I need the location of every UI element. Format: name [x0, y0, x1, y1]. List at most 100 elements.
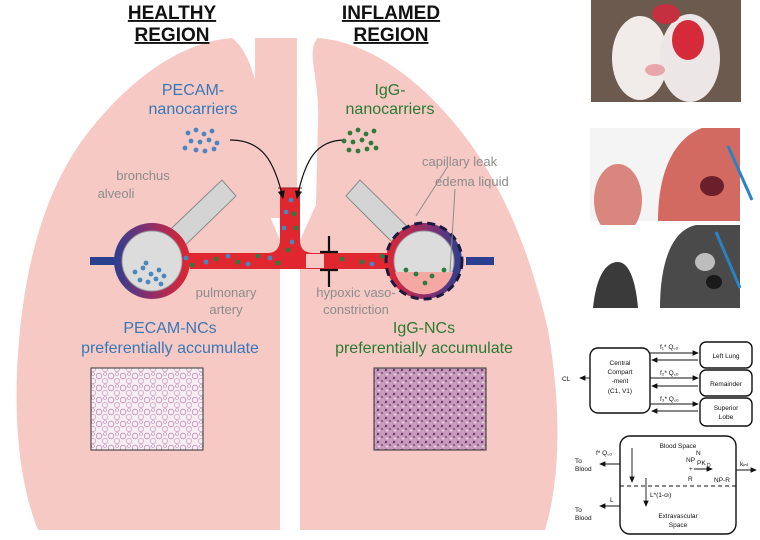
capillary-leak-leader	[415, 165, 449, 217]
healthy-alveolus	[114, 223, 190, 299]
flow-f3: f₃* Q꜀ₒ	[660, 396, 679, 403]
igg-nanocarrier-dot	[364, 146, 370, 152]
igg-vessel-dot	[291, 211, 297, 217]
np-label: NP	[686, 457, 695, 464]
pecam-accumulate-line2: preferentially accumulate	[81, 340, 259, 357]
igg-nanocarrier-dot	[355, 148, 361, 154]
pecam-nanocarrier-dot	[211, 146, 217, 152]
igg-label-line1: IgG-	[374, 82, 405, 99]
igg-vessel-dot	[293, 225, 299, 231]
igg-nanocarrier-dot	[350, 139, 356, 145]
pecam-nanocarrier-dot	[185, 130, 191, 136]
pecam-vessel-dot	[283, 209, 289, 215]
tissue-box	[619, 435, 737, 535]
pecam-nanocarrier-dot	[214, 140, 220, 146]
pk-model-compartments: Central Compart -ment (C1, V1) Left Lung…	[562, 341, 753, 427]
pecam-flow-arrow	[229, 139, 285, 200]
pecam-nanocarrier-dot	[201, 131, 207, 137]
pecam-nanocarrier-dot	[193, 147, 199, 153]
n-label: N	[696, 450, 701, 457]
igg-accumulated-dot	[359, 259, 365, 265]
pecam-accumulated-dot	[140, 265, 146, 271]
r-label: R	[688, 476, 693, 483]
hypoxic-label-line1: hypoxic vaso-	[316, 285, 395, 300]
pecam-accumulated-dot	[158, 281, 164, 287]
pecam-accumulated-dot	[153, 276, 159, 282]
pecam-vessel-dot	[288, 197, 294, 203]
igg-vessel-dot	[213, 256, 219, 262]
pk-model-tissue: Blood Space Extravascular Space f* Q꜀ₒ T…	[575, 435, 757, 535]
igg-vessel-dot	[275, 260, 281, 266]
pecam-vessel-dot	[369, 261, 375, 267]
igg-nanocarrier-dot	[346, 147, 352, 153]
igg-vessel-dot	[235, 259, 241, 265]
pecam-vessel-dot	[225, 253, 231, 259]
superior-line1: Superior	[714, 405, 739, 412]
pecam-nanocarrier-dot	[188, 138, 194, 144]
pulmonary-label-line1: pulmonary	[196, 285, 257, 300]
igg-accumulated-dot	[379, 253, 385, 259]
pecam-accumulated-dot	[145, 279, 151, 285]
remainder-label: Remainder	[710, 381, 743, 388]
flow-lsigma: L*(1-σₗ)	[650, 492, 671, 499]
clearance-label: CL	[562, 376, 571, 383]
flow-fq: f* Q꜀ₒ	[596, 450, 612, 457]
pecam-vessel-dot	[183, 255, 189, 261]
pecam-label-line1: PECAM-	[162, 82, 224, 99]
igg-nanocarrier-dot	[363, 131, 369, 137]
igg-accumulate-line1: IgG-NCs	[393, 320, 455, 337]
pecam-accumulated-dot	[156, 267, 162, 273]
igg-accumulated-dot	[422, 280, 428, 286]
to-blood-2b: Blood	[575, 515, 592, 522]
pecam-accumulated-dot	[132, 269, 138, 275]
pecam-nanocarrier-dot	[206, 137, 212, 143]
hypoxic-label-line2: constriction	[323, 302, 389, 317]
blood-space-label: Blood Space	[660, 443, 697, 450]
igg-vessel-dot	[285, 247, 291, 253]
to-blood-2a: To	[575, 507, 582, 514]
healthy-histology-image	[90, 367, 204, 451]
kint-label: kᵢₙₜ	[740, 461, 749, 468]
igg-nanocarrier-dot	[341, 138, 347, 144]
edema-liquid-label: edema liquid	[435, 174, 509, 189]
pecam-vessel-dot	[281, 225, 287, 231]
igg-accumulated-dot	[429, 273, 435, 279]
pecam-vessel-dot	[289, 239, 295, 245]
igg-nanocarrier-dot	[355, 127, 361, 133]
pecam-nanocarrier-dot	[209, 128, 215, 134]
capillary-leak-label: capillary leak	[422, 154, 498, 169]
central-line2: Compart	[608, 369, 633, 376]
central-line1: Central	[610, 360, 632, 367]
left-lung-box	[699, 341, 753, 369]
pecam-accumulated-dot	[161, 273, 167, 279]
igg-vessel-dot	[255, 253, 261, 259]
pecam-vessel-dot	[245, 261, 251, 267]
extravascular-line2: Space	[669, 522, 688, 529]
plus-label: +	[689, 466, 693, 473]
healthy-header-line2: REGION	[135, 25, 210, 46]
pecam-vessel-dot	[203, 259, 209, 265]
pecam-accumulated-dot	[137, 277, 143, 283]
igg-vessel-dot	[189, 262, 195, 268]
lung-photo	[591, 0, 741, 102]
pecam-accumulate-line1: PECAM-NCs	[123, 320, 216, 337]
pecam-vessel-dot	[267, 255, 273, 261]
central-compartment-box	[589, 347, 651, 414]
igg-accumulated-dot	[339, 256, 345, 262]
central-line3: -ment	[612, 378, 629, 385]
pecam-nanocarrier-dot	[202, 148, 208, 154]
superior-lobe-box	[699, 397, 753, 427]
pecam-nanocarrier-dot	[182, 145, 188, 151]
igg-nanocarrier-dot	[359, 137, 365, 143]
flow-l: L	[610, 497, 614, 504]
igg-nanocarrier-dot	[371, 128, 377, 134]
pecam-nanocarrier-dot	[193, 127, 199, 133]
pecam-accumulated-dot	[143, 260, 149, 266]
pecam-label-line2: nanocarriers	[149, 101, 238, 118]
inflamed-header-line2: REGION	[354, 25, 429, 46]
igg-accumulate-line2: preferentially accumulate	[335, 340, 513, 357]
edema-liquid-leader	[449, 188, 456, 273]
to-blood-1b: Blood	[575, 466, 592, 473]
pk-label: PK	[697, 460, 706, 467]
